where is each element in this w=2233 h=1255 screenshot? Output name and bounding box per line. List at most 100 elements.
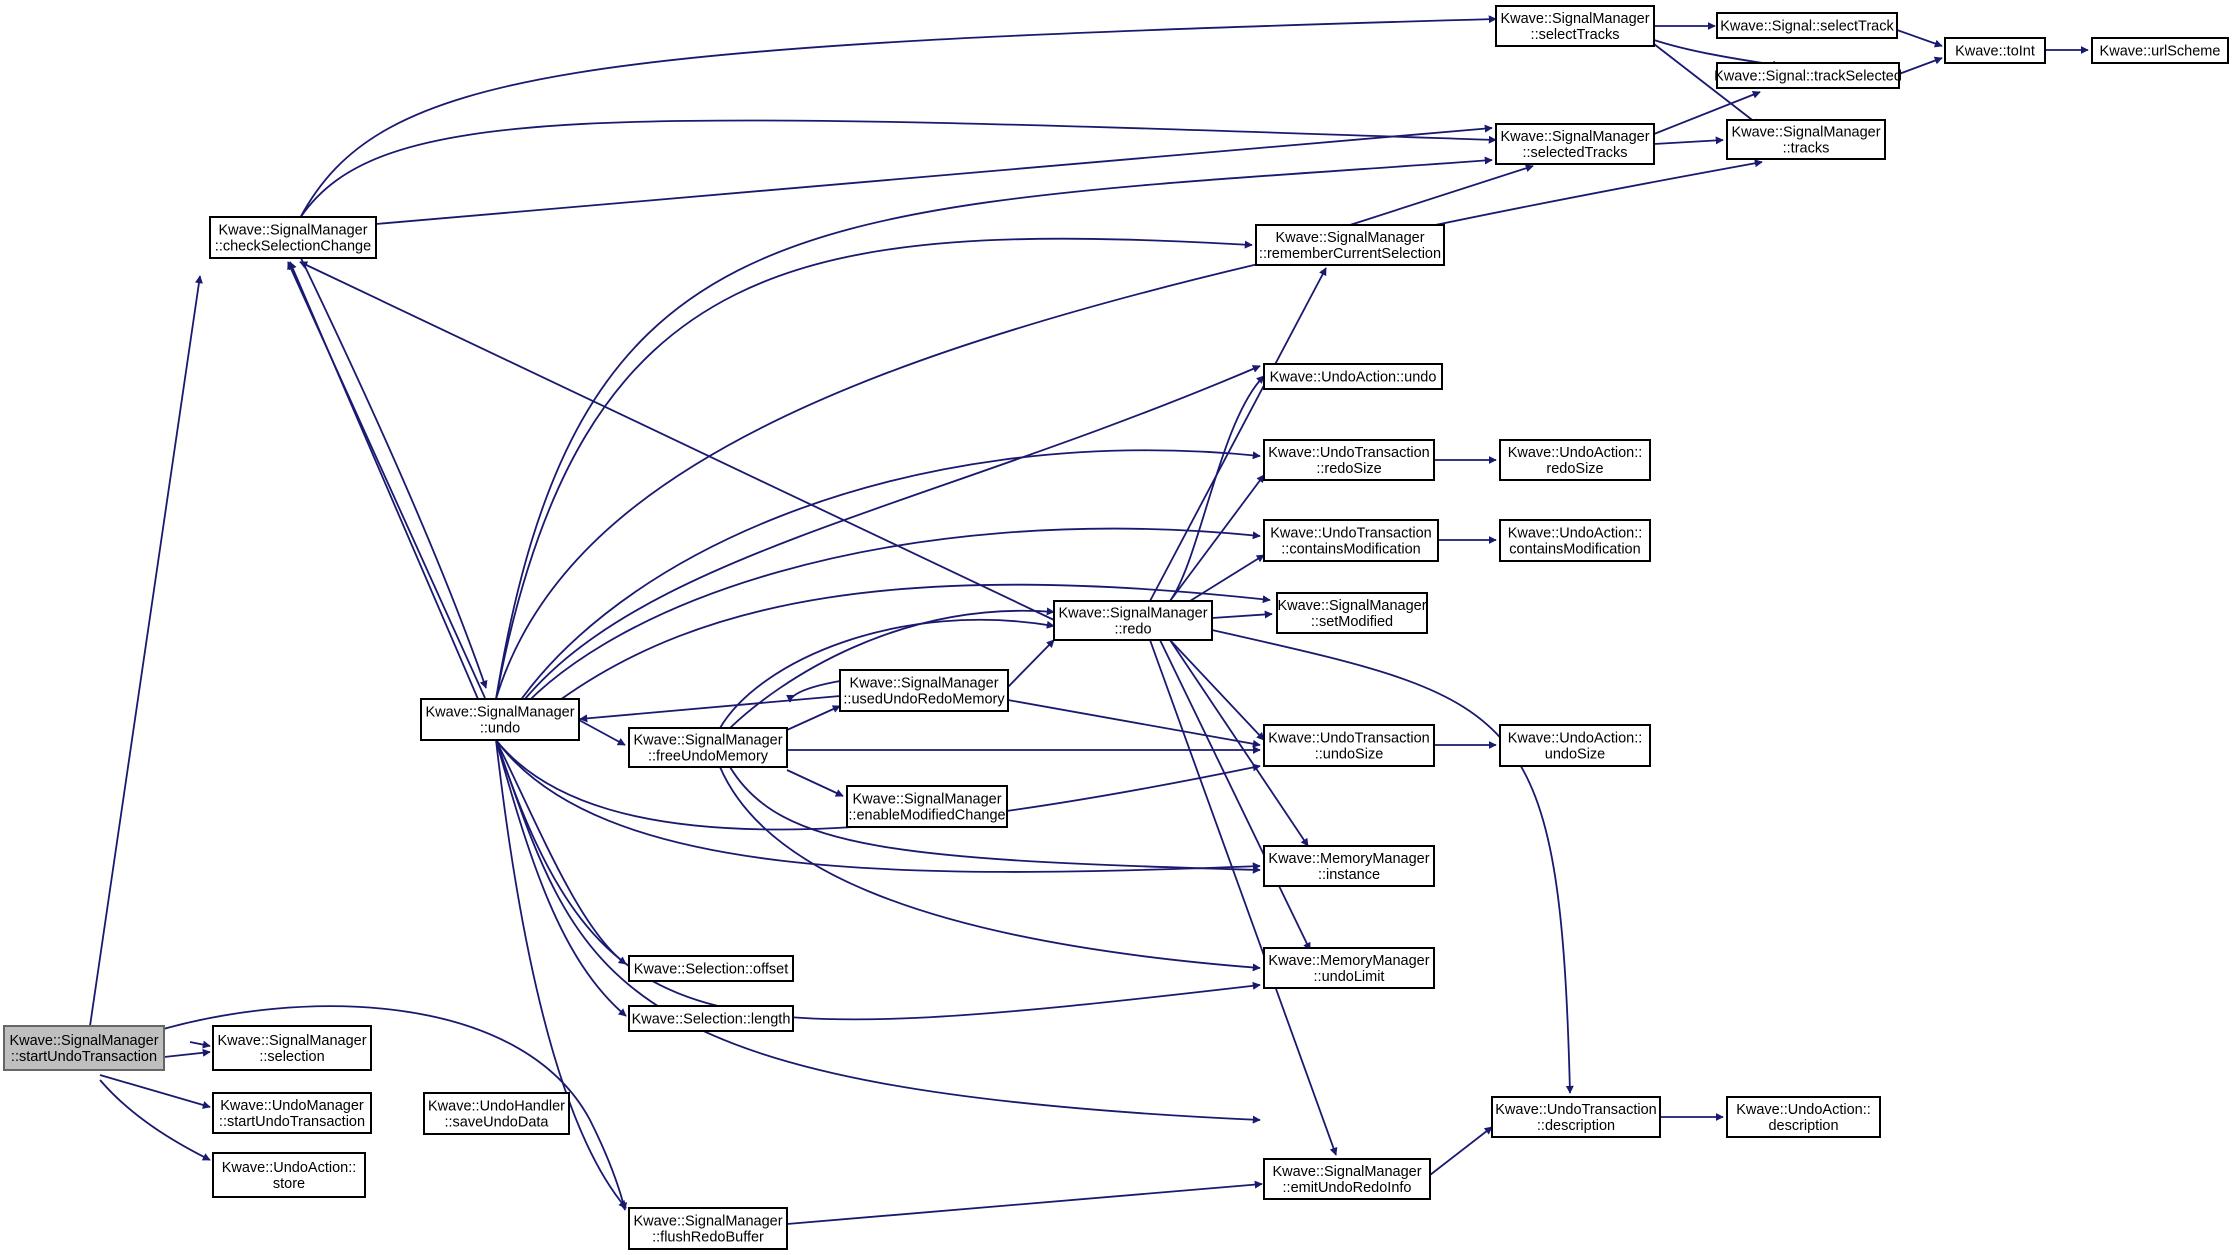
node-label: Kwave::SignalManager [9, 1033, 158, 1049]
node-flushRedoBuffer[interactable]: Kwave::SignalManager::flushRedoBuffer [628, 1207, 788, 1250]
node-label: Kwave::Selection::offset [634, 962, 789, 978]
node-label: ::flushRedoBuffer [652, 1230, 764, 1246]
node-toInt[interactable]: Kwave::toInt [1944, 37, 2046, 64]
node-ua_undoSize[interactable]: Kwave::UndoAction::undoSize [1499, 724, 1651, 767]
node-label: Kwave::SignalManager [1275, 230, 1424, 246]
call-edge [495, 237, 1253, 700]
node-label: Kwave::Signal::selectTrack [1720, 19, 1894, 35]
node-checkSelectionChange[interactable]: Kwave::SignalManager::checkSelectionChan… [209, 216, 377, 259]
node-startUndoTransaction[interactable]: Kwave::SignalManager::startUndoTransacti… [3, 1025, 165, 1071]
node-rememberCurrentSelection[interactable]: Kwave::SignalManager::rememberCurrentSel… [1255, 224, 1445, 266]
node-box [423, 1092, 570, 1135]
node-box [1053, 600, 1213, 641]
node-ua_redoSize[interactable]: Kwave::UndoAction::redoSize [1499, 439, 1651, 481]
node-ua_containsModification[interactable]: Kwave::UndoAction::containsModification [1499, 519, 1651, 562]
call-edge [1349, 164, 1534, 226]
node-label: ::checkSelectionChange [215, 239, 371, 255]
call-edge [495, 739, 627, 1209]
node-sel_offset[interactable]: Kwave::Selection::offset [628, 955, 794, 982]
node-label: ::undoSize [1315, 747, 1384, 763]
node-label: ::emitUndoRedoInfo [1283, 1180, 1412, 1196]
node-redo[interactable]: Kwave::SignalManager::redo [1053, 600, 1213, 641]
node-mm_undoLimit[interactable]: Kwave::MemoryManager::undoLimit [1263, 947, 1435, 989]
node-label: ::selectTracks [1531, 27, 1620, 43]
node-box [3, 1025, 165, 1071]
node-label: Kwave::SignalManager [633, 733, 782, 749]
node-selectTracks[interactable]: Kwave::SignalManager::selectTracks [1495, 5, 1655, 47]
call-edge [299, 261, 1055, 621]
node-label: ::saveUndoData [445, 1115, 550, 1131]
node-signal_trackSelected[interactable]: Kwave::Signal::trackSelected [1714, 62, 1902, 89]
node-label: Kwave::UndoTransaction [1270, 526, 1431, 542]
node-um_startUndoTransaction[interactable]: Kwave::UndoManager::startUndoTransaction [212, 1092, 372, 1134]
node-box [628, 727, 788, 768]
call-edge [495, 156, 1493, 700]
call-edge [1149, 267, 1327, 602]
call-edge [1007, 639, 1055, 688]
node-label: Kwave::UndoHandler [428, 1099, 565, 1115]
node-saveUndoData[interactable]: Kwave::UndoHandler::saveUndoData [423, 1092, 570, 1135]
node-label: ::usedUndoRedoMemory [843, 692, 1005, 708]
call-edge [99, 1079, 211, 1161]
node-label: ::redoSize [1316, 461, 1381, 477]
node-label: Kwave::toInt [1955, 44, 2035, 60]
node-signal_selectTrack[interactable]: Kwave::Signal::selectTrack [1716, 12, 1898, 39]
node-box [1263, 363, 1443, 390]
call-edge [786, 705, 841, 731]
node-freeUndoMemory[interactable]: Kwave::SignalManager::freeUndoMemory [628, 727, 788, 768]
call-edge [495, 365, 1261, 741]
node-label: Kwave::UndoAction::undo [1270, 370, 1437, 386]
node-box [628, 1207, 788, 1250]
node-emitUndoRedoInfo[interactable]: Kwave::SignalManager::emitUndoRedoInfo [1263, 1158, 1431, 1200]
node-tracks[interactable]: Kwave::SignalManager::tracks [1726, 119, 1886, 160]
node-label: ::startUndoTransaction [11, 1049, 157, 1065]
node-label: Kwave::UndoAction:: [222, 1160, 357, 1176]
call-edge [1169, 639, 1309, 847]
node-ut_undoSize[interactable]: Kwave::UndoTransaction::undoSize [1263, 724, 1435, 767]
node-box [1263, 1158, 1431, 1200]
call-edge [495, 739, 1261, 1021]
node-label: Kwave::UndoAction:: [1508, 445, 1643, 461]
node-label: ::description [1537, 1118, 1615, 1134]
node-usedUndoRedoMemory[interactable]: Kwave::SignalManager::usedUndoRedoMemory [839, 669, 1009, 712]
node-label: undoSize [1545, 747, 1605, 763]
node-label: Kwave::SignalManager [425, 705, 574, 721]
node-box [839, 669, 1009, 712]
node-ua_description[interactable]: Kwave::UndoAction::description [1726, 1096, 1881, 1138]
node-label: Kwave::UndoManager [220, 1098, 364, 1114]
call-edge [1896, 29, 1943, 48]
node-box [1495, 123, 1655, 165]
call-edge [89, 275, 203, 1027]
node-box [1263, 519, 1439, 562]
node-ut_redoSize[interactable]: Kwave::UndoTransaction::redoSize [1263, 439, 1435, 481]
call-edge [719, 766, 1261, 972]
node-mm_instance[interactable]: Kwave::MemoryManager::instance [1263, 845, 1435, 887]
node-box [420, 698, 580, 741]
node-label: ::instance [1318, 867, 1380, 883]
node-label: redoSize [1546, 461, 1603, 477]
node-ut_containsModification[interactable]: Kwave::UndoTransaction::containsModifica… [1263, 519, 1439, 562]
node-undo[interactable]: Kwave::SignalManager::undo [420, 698, 580, 741]
call-edge [1653, 43, 1761, 127]
node-setModified[interactable]: Kwave::SignalManager::setModified [1276, 592, 1428, 634]
node-selection[interactable]: Kwave::SignalManager::selection [212, 1025, 372, 1071]
node-sel_length[interactable]: Kwave::Selection::length [628, 1005, 794, 1032]
node-label: ::undo [480, 721, 520, 737]
node-ua_undo[interactable]: Kwave::UndoAction::undo [1263, 363, 1443, 390]
call-edges [89, 15, 2089, 1225]
call-edge [1169, 474, 1265, 602]
node-box [209, 216, 377, 259]
node-label: Kwave::urlScheme [2100, 44, 2221, 60]
node-label: Kwave::SignalManager [852, 792, 1001, 808]
node-label: Kwave::MemoryManager [1268, 851, 1429, 867]
node-box [1263, 947, 1435, 989]
call-edge [1149, 639, 1338, 1156]
node-box [846, 785, 1008, 828]
node-enableModifiedChange[interactable]: Kwave::SignalManager::enableModifiedChan… [846, 785, 1008, 828]
node-ua_store[interactable]: Kwave::UndoAction::store [212, 1152, 366, 1198]
call-edge [579, 695, 841, 723]
node-selectedTracks[interactable]: Kwave::SignalManager::selectedTracks [1495, 123, 1655, 165]
node-urlScheme[interactable]: Kwave::urlScheme [2091, 37, 2229, 64]
node-ut_description[interactable]: Kwave::UndoTransaction::description [1491, 1096, 1661, 1138]
